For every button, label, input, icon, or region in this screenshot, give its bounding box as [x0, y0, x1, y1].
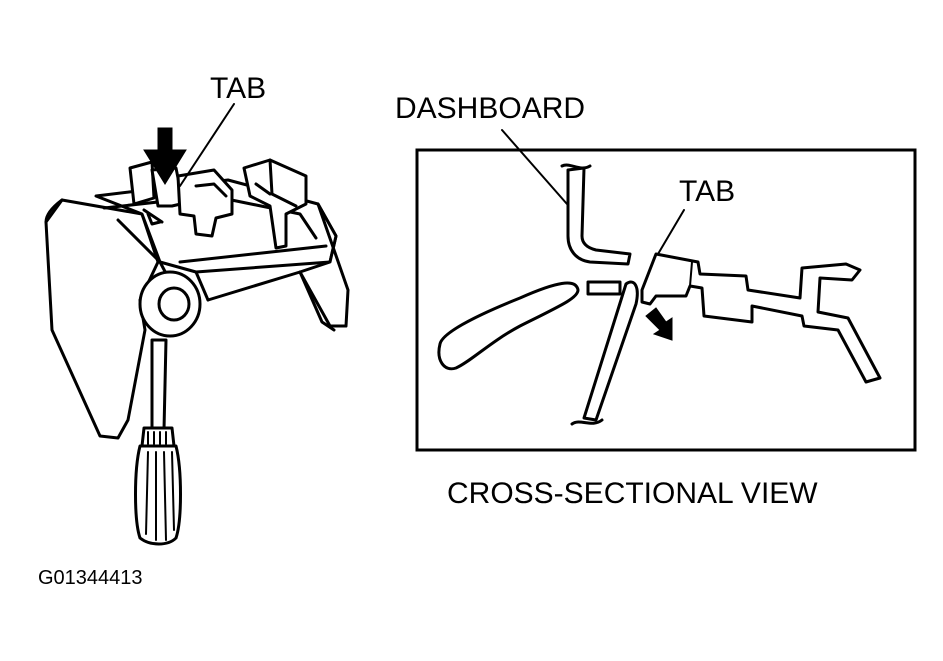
- screwdriver: [134, 338, 182, 546]
- trim-panel-edge: [437, 281, 580, 371]
- pivot-hinge: [138, 270, 202, 338]
- cross-section-view: [415, 129, 917, 452]
- side-clip: [242, 158, 308, 250]
- dashboard-label: DASHBOARD: [395, 92, 586, 125]
- cross-section-caption: CROSS-SECTIONAL VIEW: [447, 477, 818, 510]
- direction-arrow-icon: [645, 307, 673, 341]
- dashboard-slot: [586, 280, 622, 296]
- clip-removal-illustration: [44, 103, 350, 546]
- figure-id: G01344413: [38, 567, 143, 589]
- tab-label-left: TAB: [210, 72, 267, 105]
- dashboard-leader-line: [501, 129, 575, 213]
- dashboard-profile: [566, 166, 632, 266]
- clip-profile: [640, 252, 882, 384]
- tab-label-right: TAB: [679, 175, 736, 208]
- tab-leader-line-right: [657, 209, 685, 255]
- screwdriver-blade-section: [582, 280, 639, 422]
- tab-leader-line-left: [179, 103, 235, 187]
- push-arrow-icon: [143, 127, 187, 185]
- cross-section-frame: [415, 148, 917, 452]
